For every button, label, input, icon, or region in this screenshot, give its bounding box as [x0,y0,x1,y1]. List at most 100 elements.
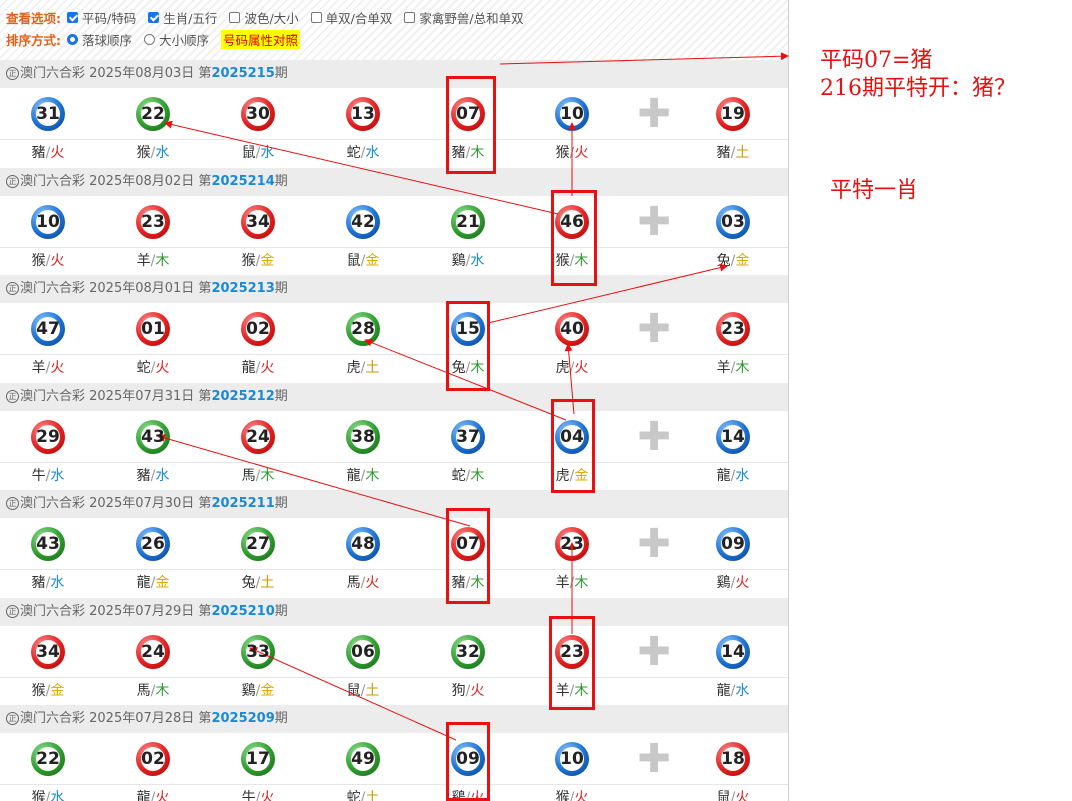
checkbox[interactable] [229,12,241,23]
view-option-label: 单双/合单双 [325,11,393,26]
zodiac-label: 猴 [136,145,151,161]
zodiac-label: 羊 [716,360,731,376]
element-label: 水 [470,252,485,269]
element-label: 水 [155,145,170,161]
element-label: 火 [735,575,750,591]
ball-number: 40 [560,319,584,339]
draw-header: 正澳门六合彩 2025年07月31日 第2025212期 [0,382,788,411]
zodiac-label: 羊 [31,360,46,376]
number-ball: 26 [136,527,170,561]
view-option[interactable]: 单双/合单双 [310,8,393,27]
element-label: 木 [155,682,170,699]
element-label: 木 [260,467,275,484]
checkbox[interactable] [404,12,416,23]
row-divider [0,784,788,785]
element-label: 土 [260,575,275,591]
view-options-row: 查看选项: 平码/特码生肖/五行波色/大小单双/合单双家禽野兽/总和单双 [6,8,536,27]
view-option[interactable]: 生肖/五行 [148,8,217,27]
element-label: 水 [260,145,275,161]
element-label: 火 [50,252,65,269]
sort-options-label: 排序方式: [6,33,61,48]
ball-number: 14 [721,641,745,662]
zodiac-element: 蛇/火 [101,357,205,377]
number-ball: 15 [451,312,485,346]
highlight-box [446,301,490,391]
highlight-box [446,508,490,604]
zodiac-separator: / [45,790,51,801]
zodiac-label: 龍 [716,682,731,699]
view-option[interactable]: 波色/大小 [229,8,299,27]
view-option[interactable]: 家禽野兽/总和单双 [404,8,524,27]
zodiac-separator: / [360,682,366,699]
zodiac-separator: / [465,467,471,484]
zodiac-separator: / [150,252,156,269]
view-option[interactable]: 平码/特码 [67,8,136,27]
zodiac-label: 蛇 [346,145,361,161]
zodiac-separator: / [255,252,261,269]
zodiac-separator: / [150,575,156,591]
element-label: 木 [470,575,485,591]
sort-option[interactable]: 落球顺序 [67,30,132,49]
zodiac-separator: / [465,145,471,161]
number-ball: 07 [451,97,485,131]
number-ball: 02 [241,312,275,346]
element-label: 水 [365,145,380,161]
official-mark-icon: 正 [6,282,19,295]
radio-button[interactable] [67,34,78,45]
checkbox[interactable] [67,12,78,23]
zodiac-label: 牛 [241,790,256,801]
sort-option[interactable]: 大小顺序 [144,30,209,49]
zodiac-element: 鷄/火 [681,572,785,592]
zodiac-label: 羊 [555,575,570,591]
element-label: 火 [50,145,65,161]
plus-icon: ✚ [637,413,671,460]
attribute-table-link[interactable]: 号码属性对照 [221,30,301,49]
zodiac-element: 龍/火 [206,357,310,377]
zodiac-element: 鼠/水 [206,142,310,162]
zodiac-label: 狗 [451,682,466,699]
note-line-2: 216期平特开：猪？ [820,76,1016,101]
zodiac-element: 猴/水 [0,787,100,801]
number-ball: 19 [716,97,750,131]
number-ball: 48 [346,527,380,561]
zodiac-element: 猴/火 [520,787,624,801]
zodiac-element: 虎/金 [520,465,624,485]
zodiac-element: 鷄/水 [416,250,520,270]
ball-number: 24 [246,426,270,447]
number-ball: 23 [716,312,750,346]
element-label: 水 [155,467,170,484]
zodiac-separator: / [360,252,366,269]
draw-header: 正澳门六合彩 2025年07月29日 第2025210期 [0,597,788,626]
zodiac-separator: / [150,682,156,699]
zodiac-label: 豬 [31,145,46,161]
ball-number: 03 [721,211,745,232]
element-label: 木 [470,145,485,161]
zodiac-label: 蛇 [346,790,361,801]
draw-header-suffix: 期 [274,281,288,296]
note-line-3: 平特一肖 [830,178,919,203]
zodiac-label: 猴 [555,790,570,801]
row-divider [0,354,788,355]
ball-number: 21 [456,211,480,232]
zodiac-label: 蛇 [136,360,151,376]
checkbox[interactable] [148,12,160,23]
zodiac-element: 牛/火 [206,787,310,801]
official-mark-icon: 正 [6,389,19,403]
zodiac-separator: / [465,360,471,376]
draw-number: 2025211 [211,496,275,511]
radio-button[interactable] [144,34,156,45]
draw-header-prefix: 澳门六合彩 2025年08月01日 第 [20,281,212,296]
zodiac-separator: / [730,252,736,269]
number-ball: 07 [451,527,485,561]
row-divider [0,139,788,140]
checkbox[interactable] [310,12,322,23]
view-option-label: 家禽野兽/总和单双 [419,11,524,26]
zodiac-separator: / [45,360,51,376]
zodiac-label: 鼠 [346,252,361,269]
